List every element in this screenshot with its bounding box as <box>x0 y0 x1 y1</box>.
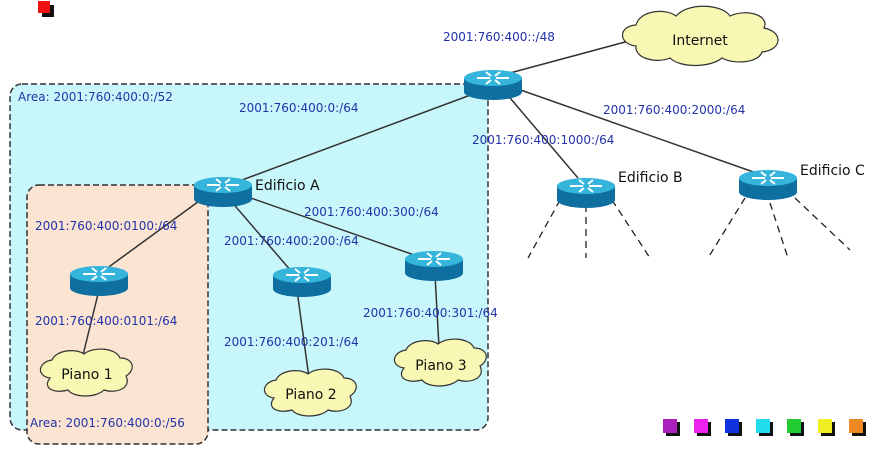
floor1-cloud: Piano 1 <box>39 348 133 397</box>
nav-square-5[interactable] <box>787 419 804 436</box>
building-b-fanout <box>527 199 651 259</box>
area-outer-label: Area: 2001:760:400:0:/52 <box>18 90 173 104</box>
subnet-label-building-b: 2001:760:400:1000:/64 <box>472 133 614 147</box>
building-a-label: Edificio A <box>255 178 320 194</box>
area-inner-label: Area: 2001:760:400:0:/56 <box>30 416 185 430</box>
subnet-label-floor1-uplink: 2001:760:400:0100:/64 <box>35 219 177 233</box>
link-a-floor1 <box>105 195 207 270</box>
building-b-router-icon <box>556 177 616 209</box>
floor2-cloud-label: Piano 2 <box>285 387 336 403</box>
nav-square-7[interactable] <box>849 419 866 436</box>
slide-nav-squares <box>663 419 866 436</box>
link-core-internet <box>509 37 641 74</box>
floor1-cloud-label: Piano 1 <box>61 367 112 383</box>
link-floor3-lan <box>434 274 440 348</box>
floor3-router-icon <box>404 250 464 282</box>
subnet-label-floor3-uplink: 2001:760:400:300:/64 <box>304 205 439 219</box>
nav-square-2[interactable] <box>694 419 711 436</box>
internet-cloud-label: Internet <box>672 33 728 49</box>
link-core-c <box>514 87 763 176</box>
building-c-router-icon <box>738 169 798 201</box>
link-core-b <box>504 91 579 179</box>
subnet-label-floor2-uplink: 2001:760:400:200:/64 <box>224 234 359 248</box>
building-c-fanout <box>707 197 851 259</box>
core-router-icon <box>463 69 523 101</box>
link-core-a <box>233 89 485 184</box>
floor1-router-icon <box>69 265 129 297</box>
link-floor2-lan <box>296 289 310 379</box>
floor3-cloud-label: Piano 3 <box>415 358 466 374</box>
subnet-label-floor2-lan: 2001:760:400:201:/64 <box>224 335 359 349</box>
nav-square-4[interactable] <box>756 419 773 436</box>
building-c-label: Edificio C <box>800 163 865 179</box>
link-a-floor2 <box>229 199 293 273</box>
slide-marker <box>38 1 54 17</box>
floor2-cloud: Piano 2 <box>263 368 357 417</box>
floor3-cloud: Piano 3 <box>393 338 487 387</box>
link-a-floor3 <box>244 195 421 258</box>
nav-square-6[interactable] <box>818 419 835 436</box>
subnet-label-floor1-lan: 2001:760:400:0101:/64 <box>35 314 177 328</box>
nav-square-3[interactable] <box>725 419 742 436</box>
building-b-label: Edificio B <box>618 170 683 186</box>
subnet-label-floor3-lan: 2001:760:400:301:/64 <box>363 306 498 320</box>
subnet-label-building-a: 2001:760:400:0:/64 <box>239 101 358 115</box>
subnet-label-internet: 2001:760:400::/48 <box>443 30 555 44</box>
link-floor1-lan <box>82 289 100 356</box>
nav-square-1[interactable] <box>663 419 680 436</box>
building-a-router-icon <box>193 176 253 208</box>
internet-cloud: Internet <box>621 5 779 67</box>
subnet-label-building-c: 2001:760:400:2000:/64 <box>603 103 745 117</box>
floor2-router-icon <box>272 266 332 298</box>
